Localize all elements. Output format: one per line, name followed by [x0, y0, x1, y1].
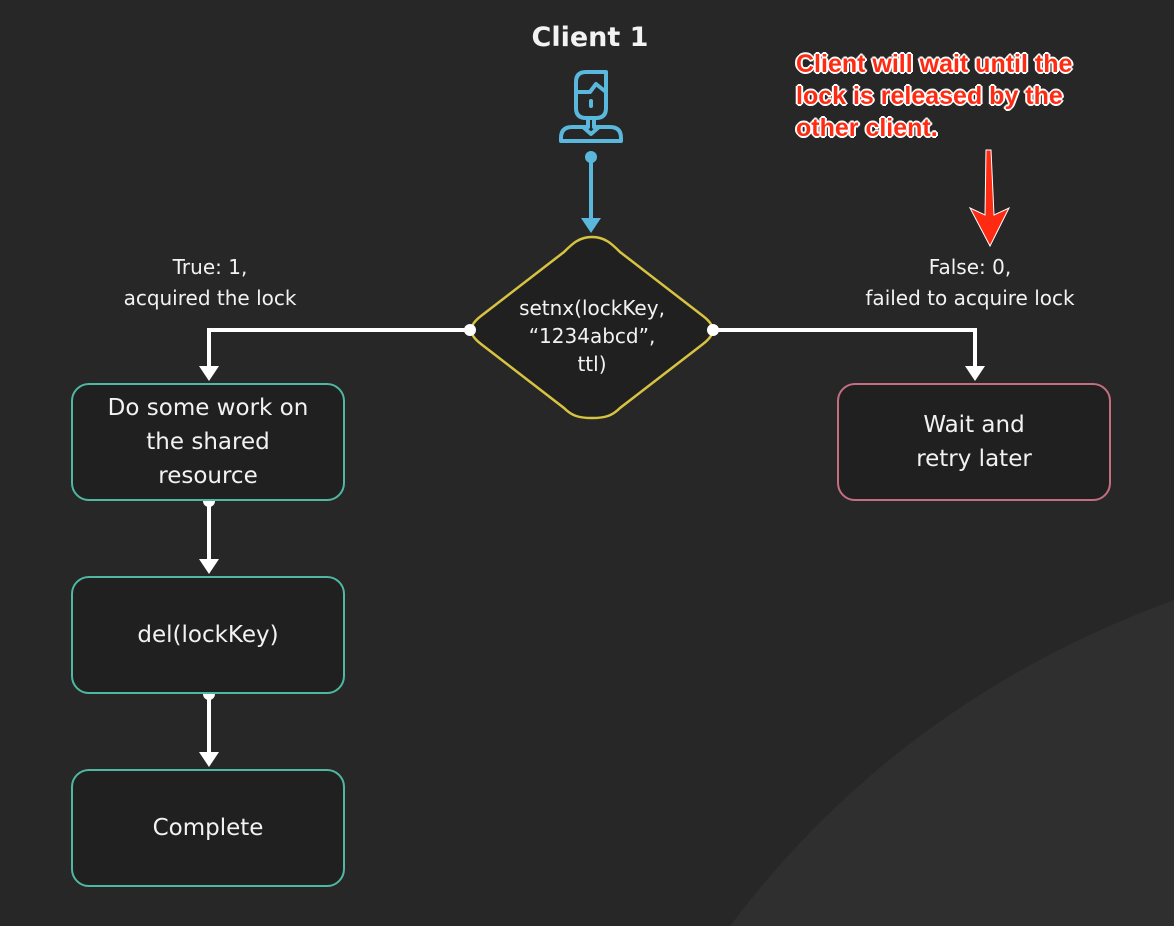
red-down-arrow-icon [968, 149, 1011, 248]
background-shape-curve [730, 600, 1174, 926]
true-branch-arrowhead [199, 366, 219, 381]
true-branch-dot [464, 324, 476, 336]
client-connector [581, 151, 601, 233]
wait-step-box: Wait and retry later [837, 383, 1111, 501]
client-title: Client 1 [531, 22, 649, 53]
true-branch-label: True: 1, acquired the lock [123, 255, 297, 310]
user-icon [559, 70, 623, 143]
decision-label: setnx(lockKey, “1234abcd”, ttl) [519, 296, 665, 376]
annotation-note: Client will wait until the lock is relea… [796, 50, 1073, 142]
delete-to-complete-connector [199, 688, 219, 767]
work-step-box: Do some work on the shared resource [71, 383, 345, 501]
work-to-delete-connector [199, 495, 219, 574]
false-branch-dot [707, 324, 719, 336]
false-branch-label: False: 0, failed to acquire lock [865, 255, 1075, 310]
wait-step-label: Wait and retry later [916, 412, 1032, 472]
complete-step-label: Complete [152, 815, 264, 841]
work-step-label: Do some work on the shared resource [107, 395, 309, 489]
delete-step-label: del(lockKey) [137, 622, 279, 648]
decision-diamond [470, 235, 714, 420]
false-branch-arrowhead [965, 366, 985, 381]
true-branch-connector [207, 328, 470, 370]
complete-step-box: Complete [71, 769, 345, 887]
false-branch-connector [713, 328, 977, 370]
delete-step-box: del(lockKey) [71, 576, 345, 694]
